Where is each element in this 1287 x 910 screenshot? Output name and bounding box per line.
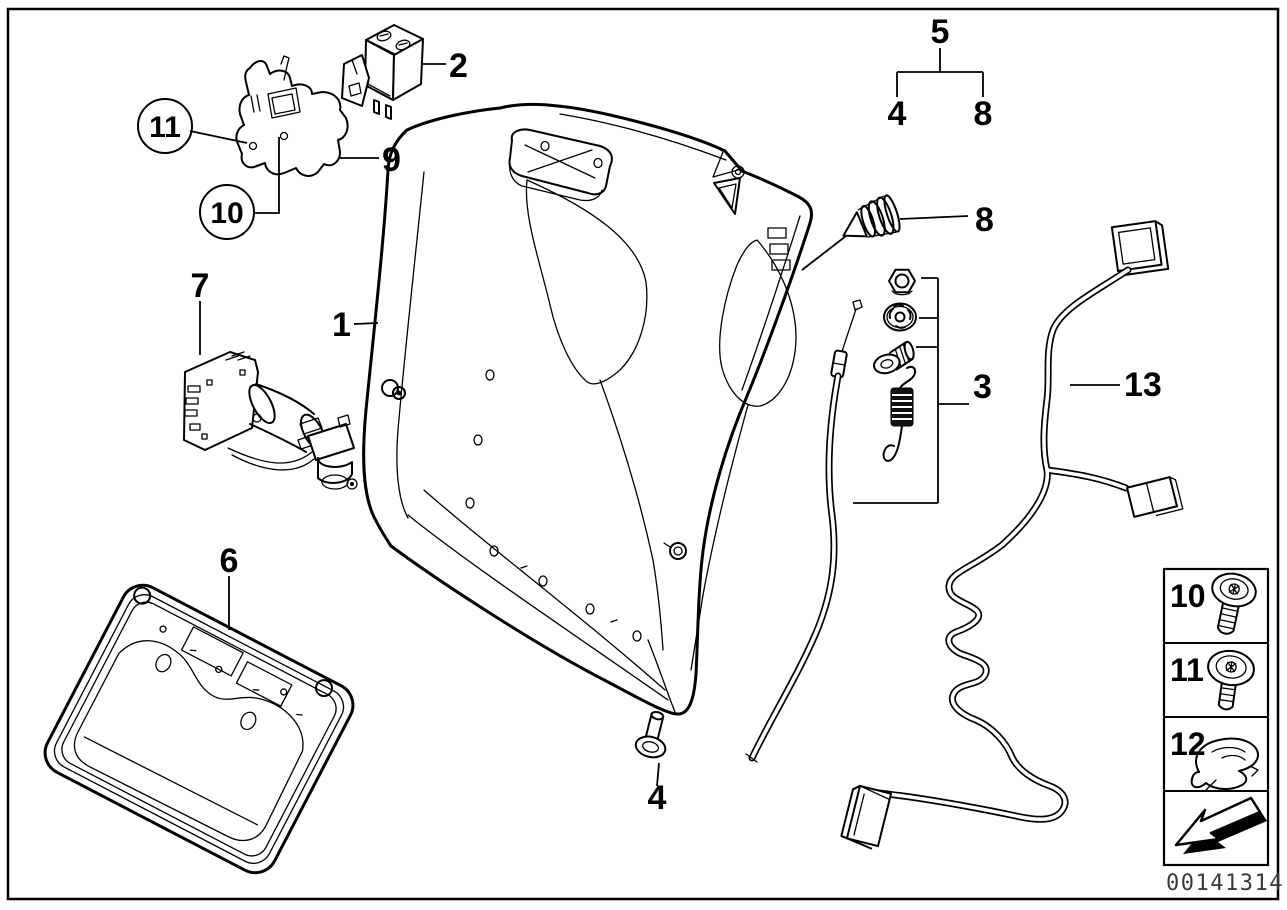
callout-drive-unit[interactable]: 7 [191, 267, 210, 305]
drive-unit [183, 351, 358, 490]
seat-backrest-frame [362, 102, 814, 716]
legend-dividers [1164, 642, 1268, 792]
callout-grommet[interactable]: 8 [975, 201, 994, 239]
callout-lower-screw[interactable]: 4 [648, 779, 667, 817]
direction-arrow-icon [1174, 796, 1267, 854]
rear-panel [43, 583, 355, 875]
relay-bracket [235, 55, 349, 177]
part-number: 00141314 [1166, 871, 1284, 896]
callout-screw-circled-11[interactable]: 11 [149, 111, 181, 144]
relay [341, 24, 424, 120]
circled-callout-11[interactable]: 11 [137, 98, 193, 154]
callout-relay-bracket[interactable]: 9 [382, 141, 401, 179]
callout-screw-circled-10[interactable]: 10 [210, 197, 243, 230]
torx-screw-short-icon [1207, 649, 1255, 711]
slotted-washer [883, 302, 917, 332]
leader-lines [189, 48, 1120, 787]
retaining-clip-icon [1190, 737, 1259, 791]
callout-grommet-under-group[interactable]: 8 [974, 95, 993, 133]
page-border [6, 7, 1280, 901]
callout-fastener-group[interactable]: 5 [931, 13, 950, 51]
callout-wiring-harness[interactable]: 13 [1124, 366, 1162, 404]
legend-box: 10 11 12 [1162, 567, 1270, 867]
lower-screw [634, 710, 667, 759]
callout-mounting-hardware[interactable]: 3 [973, 368, 992, 406]
flange-holes [465, 369, 642, 642]
harness-connector-top [1110, 220, 1170, 276]
latch-detail [767, 227, 791, 271]
harness-connector-right [1126, 476, 1184, 518]
hardware-set [745, 268, 917, 763]
wiring-harness [840, 220, 1184, 850]
keyhole-fitting [381, 379, 406, 400]
ribbed-bushing [873, 340, 915, 375]
callout-frame[interactable]: 1 [332, 306, 351, 344]
harness-connector-bottom [840, 784, 893, 850]
legend-label-10: 10 [1170, 578, 1206, 614]
grommet [842, 194, 901, 238]
circled-callout-10[interactable]: 10 [199, 184, 255, 240]
callout-relay[interactable]: 2 [449, 47, 468, 85]
callout-rear-panel[interactable]: 6 [220, 542, 239, 580]
headrest-mount-bracket [508, 128, 613, 202]
torx-screw-long-icon [1211, 572, 1257, 635]
bowden-cable [745, 299, 863, 763]
flange-nut [888, 268, 916, 296]
side-fastener [663, 542, 687, 560]
callout-screw-under-group[interactable]: 4 [888, 95, 907, 133]
tension-spring [882, 366, 917, 462]
grommet-attach-line [801, 235, 847, 271]
legend-label-11: 11 [1170, 652, 1204, 688]
legend-label-12: 12 [1170, 726, 1206, 762]
